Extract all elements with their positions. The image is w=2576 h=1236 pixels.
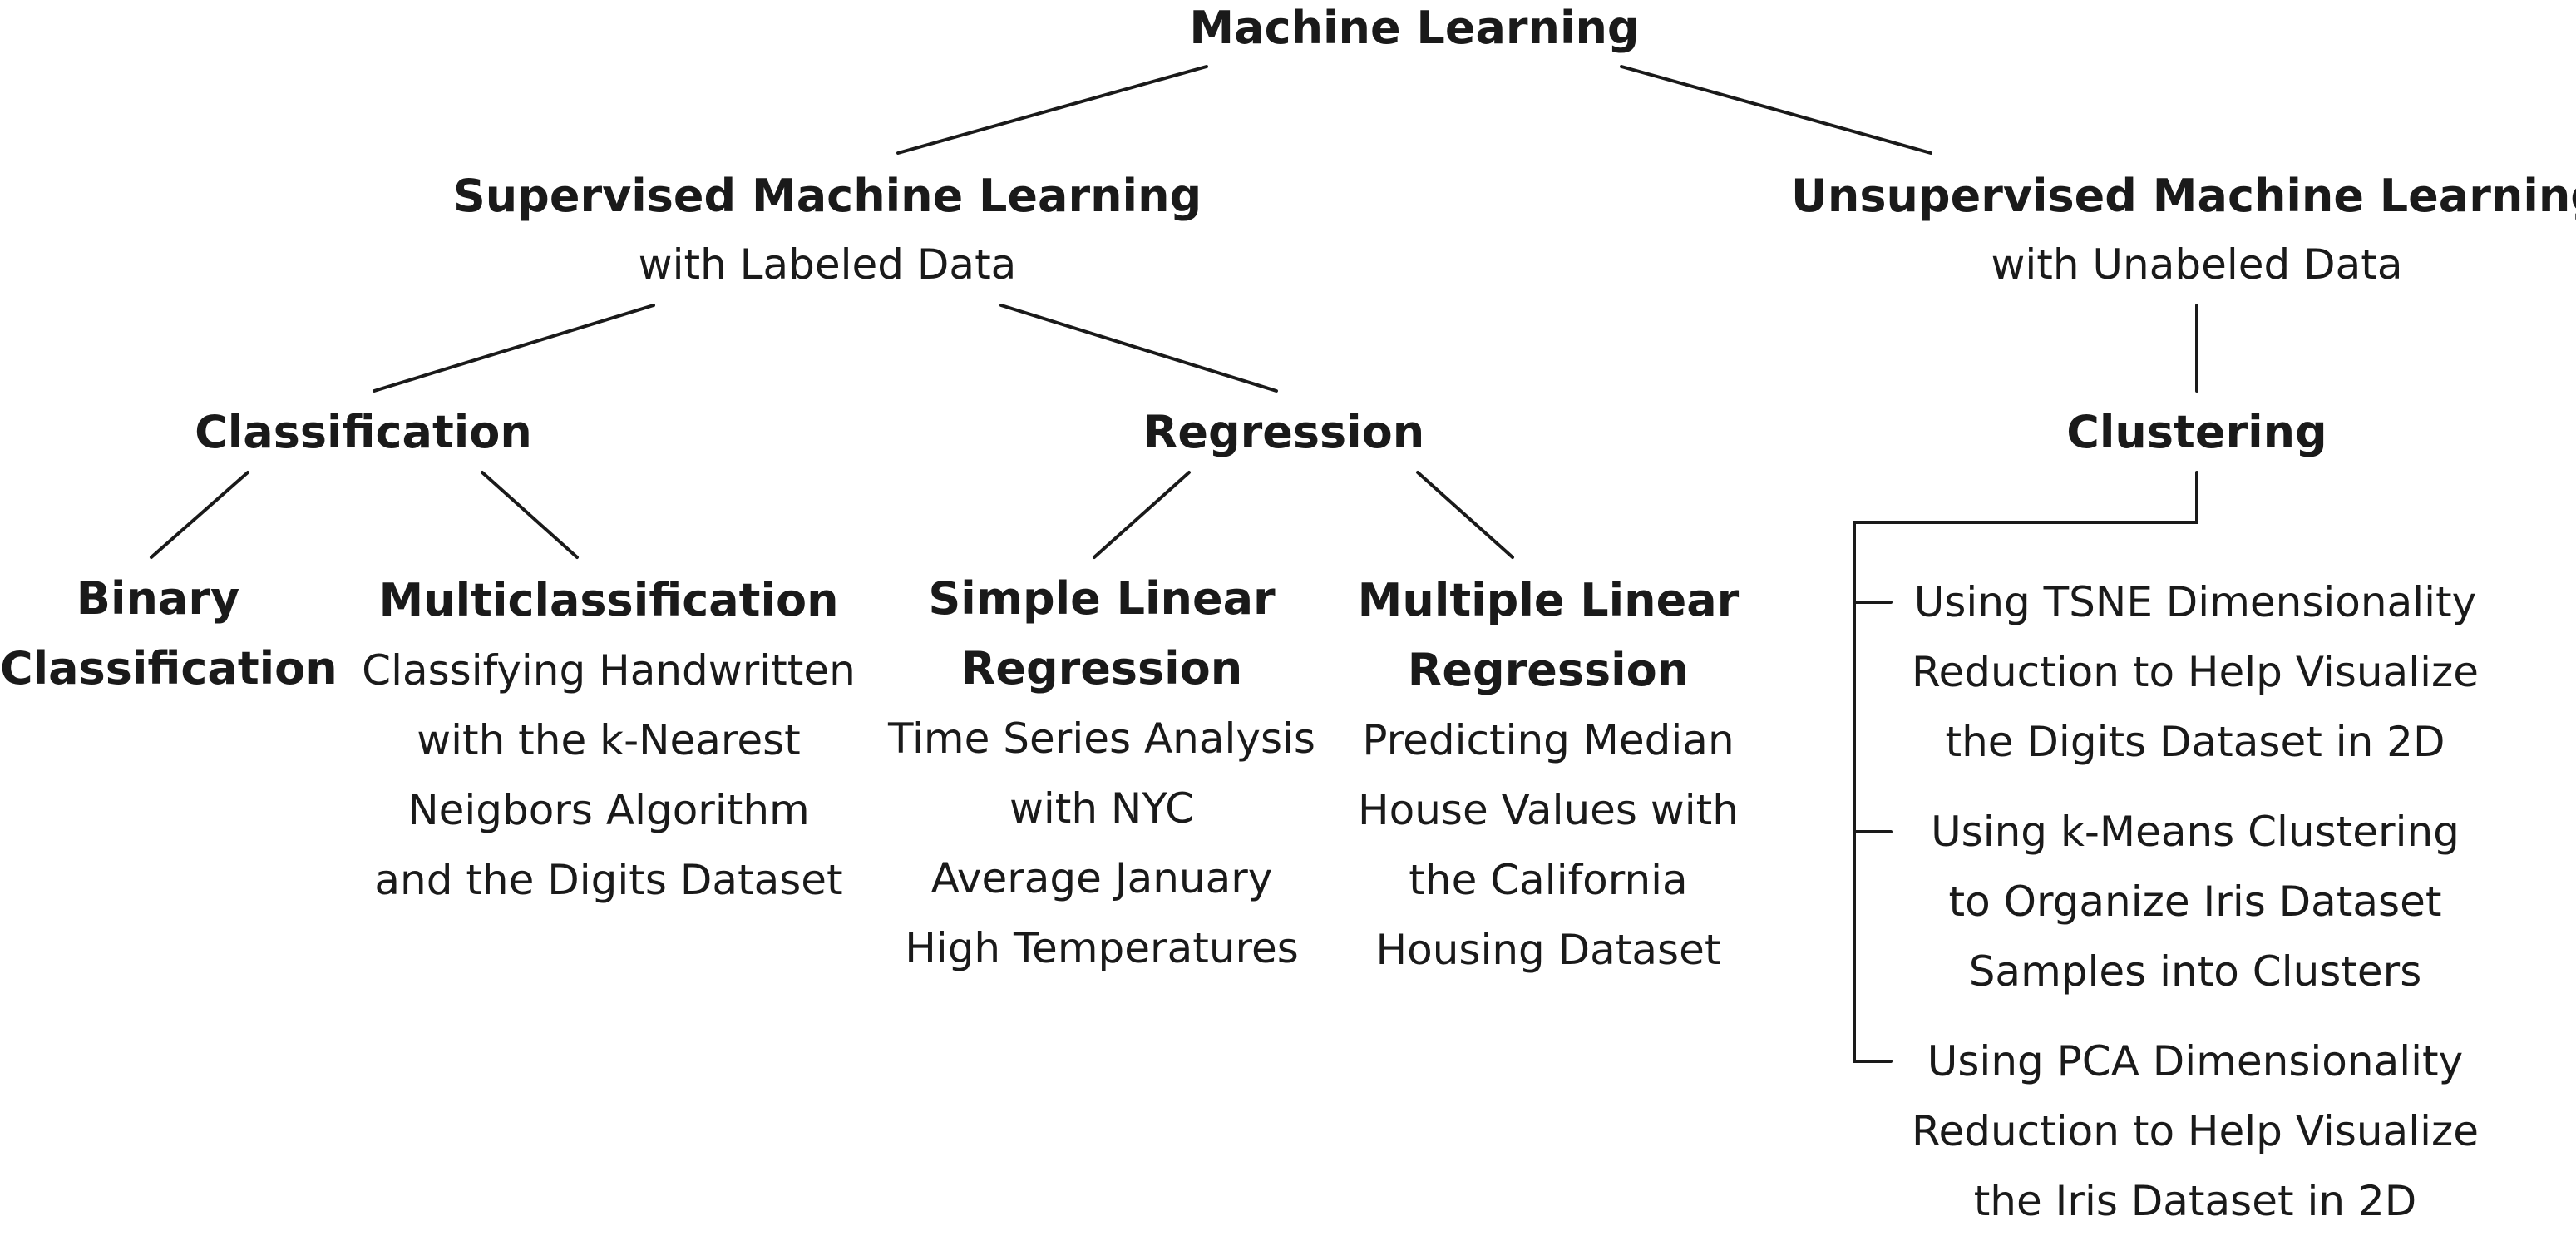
multiclassification-desc-line: Classifying Handwritten bbox=[362, 646, 856, 695]
multiple-linear-regression-desc-line: House Values with bbox=[1358, 786, 1739, 834]
simple-linear-regression-desc-line: with NYC bbox=[1009, 784, 1195, 833]
edge-supervised-regression bbox=[999, 304, 1278, 393]
clustering-item-line: Using TSNE Dimensionality bbox=[1913, 578, 2477, 626]
multiple-linear-regression-desc-line: Predicting Median bbox=[1362, 716, 1735, 764]
multiclassification-desc-line: with the k-Nearest bbox=[417, 716, 801, 764]
simple-linear-regression-desc-line: High Temperatures bbox=[905, 924, 1299, 972]
clustering-item-line: the Iris Dataset in 2D bbox=[1973, 1177, 2417, 1225]
edge-regression-multiple bbox=[1416, 471, 1514, 559]
simple-linear-regression-title-line: Regression bbox=[960, 642, 1243, 695]
edge-classification-binary bbox=[150, 471, 249, 559]
edge-root-unsupervised bbox=[1620, 65, 1932, 155]
classification-title: Classification bbox=[195, 406, 532, 458]
multiple-linear-regression-desc-line: Housing Dataset bbox=[1375, 926, 1721, 974]
clustering-item: Using PCA Dimensionality Reduction to He… bbox=[1879, 1026, 2511, 1236]
root-title: Machine Learning bbox=[1189, 2, 1640, 54]
clustering-item: Using k-Means Clustering to Organize Iri… bbox=[1879, 797, 2511, 1006]
multiple-linear-regression-desc-line: the California bbox=[1409, 856, 1688, 904]
unsupervised-node: Unsupervised Machine Learning with Unabe… bbox=[1781, 163, 2576, 299]
root-node: Machine Learning bbox=[1040, 0, 1789, 62]
clustering-node: Clustering bbox=[1989, 399, 2405, 466]
clustering-item-line: the Digits Dataset in 2D bbox=[1945, 718, 2445, 766]
binary-classification-node: Binary Classification bbox=[0, 564, 338, 704]
clustering-item-line: Reduction to Help Visualize bbox=[1912, 1107, 2479, 1155]
supervised-subtitle: with Labeled Data bbox=[638, 240, 1017, 289]
edge-regression-simple bbox=[1093, 471, 1191, 559]
multiclassification-desc-line: and the Digits Dataset bbox=[374, 856, 843, 904]
clustering-item: Using TSNE Dimensionality Reduction to H… bbox=[1879, 567, 2511, 777]
regression-node: Regression bbox=[1076, 399, 1492, 466]
edge-classification-multi bbox=[481, 471, 579, 559]
unsupervised-subtitle: with Unabeled Data bbox=[1991, 240, 2403, 289]
clustering-item-line: Using k-Means Clustering bbox=[1931, 808, 2460, 856]
clustering-item-line: Reduction to Help Visualize bbox=[1912, 648, 2479, 696]
binary-classification-title-line: Classification bbox=[0, 642, 338, 695]
simple-linear-regression-title-line: Simple Linear bbox=[928, 572, 1276, 625]
clustering-title: Clustering bbox=[2066, 406, 2327, 458]
multiclassification-node: Multiclassification Classifying Handwrit… bbox=[334, 566, 883, 915]
multiclassification-title: Multiclassification bbox=[378, 574, 839, 626]
edge-root-supervised bbox=[896, 65, 1208, 155]
simple-linear-regression-node: Simple Linear Regression Time Series Ana… bbox=[848, 564, 1355, 983]
multiple-linear-regression-title-line: Multiple Linear bbox=[1357, 574, 1740, 626]
multiple-linear-regression-node: Multiple Linear Regression Predicting Me… bbox=[1311, 566, 1785, 985]
unsupervised-title: Unsupervised Machine Learning bbox=[1791, 170, 2576, 222]
supervised-node: Supervised Machine Learning with Labeled… bbox=[412, 163, 1243, 299]
simple-linear-regression-desc-line: Average January bbox=[930, 854, 1273, 902]
multiple-linear-regression-title-line: Regression bbox=[1407, 644, 1690, 696]
classification-node: Classification bbox=[155, 399, 571, 466]
binary-classification-title-line: Binary bbox=[76, 572, 240, 625]
clustering-item-line: to Organize Iris Dataset bbox=[1948, 878, 2442, 926]
multiclassification-desc-line: Neigbors Algorithm bbox=[407, 786, 810, 834]
clustering-item-line: Samples into Clusters bbox=[1968, 947, 2422, 996]
clustering-item-line: Using PCA Dimensionality bbox=[1927, 1037, 2464, 1085]
regression-title: Regression bbox=[1142, 406, 1425, 458]
edge-clustering-bracket bbox=[1853, 471, 2198, 1063]
edge-supervised-classification bbox=[373, 304, 655, 393]
simple-linear-regression-desc-line: Time Series Analysis bbox=[888, 714, 1315, 763]
supervised-title: Supervised Machine Learning bbox=[452, 170, 1202, 222]
